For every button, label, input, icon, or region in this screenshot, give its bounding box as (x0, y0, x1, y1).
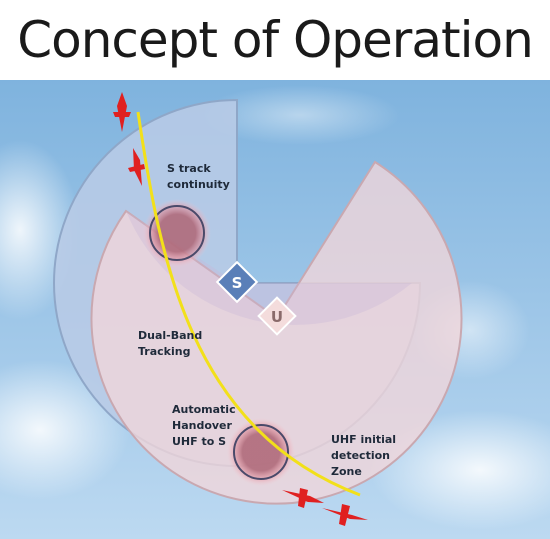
u-badge-label: U (271, 308, 283, 326)
handover-zone (227, 418, 295, 486)
title-bar: Concept of Operation (0, 0, 550, 80)
handover-label-line2: Handover (172, 419, 233, 432)
s-track-label-line1: S track (167, 162, 211, 175)
dual-band-overlap (126, 211, 412, 325)
s-track-continuity-zone (143, 199, 211, 267)
aircraft-icon (322, 504, 368, 526)
s-radar-badge: S (215, 260, 259, 304)
aircraft-icon (128, 148, 145, 186)
s-badge-label: S (232, 274, 243, 292)
uhf-zone-label-line3: Zone (331, 465, 362, 478)
concept-diagram: S U S track continuity Dual-Band Trackin… (0, 80, 550, 539)
handover-label-line1: Automatic (172, 403, 236, 416)
handover-label-line3: UHF to S (172, 435, 226, 448)
aircraft-icon (282, 488, 324, 508)
uhf-zone-label-line1: UHF initial (331, 433, 396, 446)
uhf-zone-label-line2: detection (331, 449, 390, 462)
dual-band-label-line2: Tracking (138, 345, 190, 358)
aircraft-track (136, 111, 361, 497)
dual-band-label-line1: Dual-Band (138, 329, 202, 342)
page-title: Concept of Operation (17, 11, 534, 69)
u-radar-badge: U (257, 296, 297, 336)
aircraft-icon (113, 92, 131, 132)
s-track-label-line2: continuity (167, 178, 230, 191)
